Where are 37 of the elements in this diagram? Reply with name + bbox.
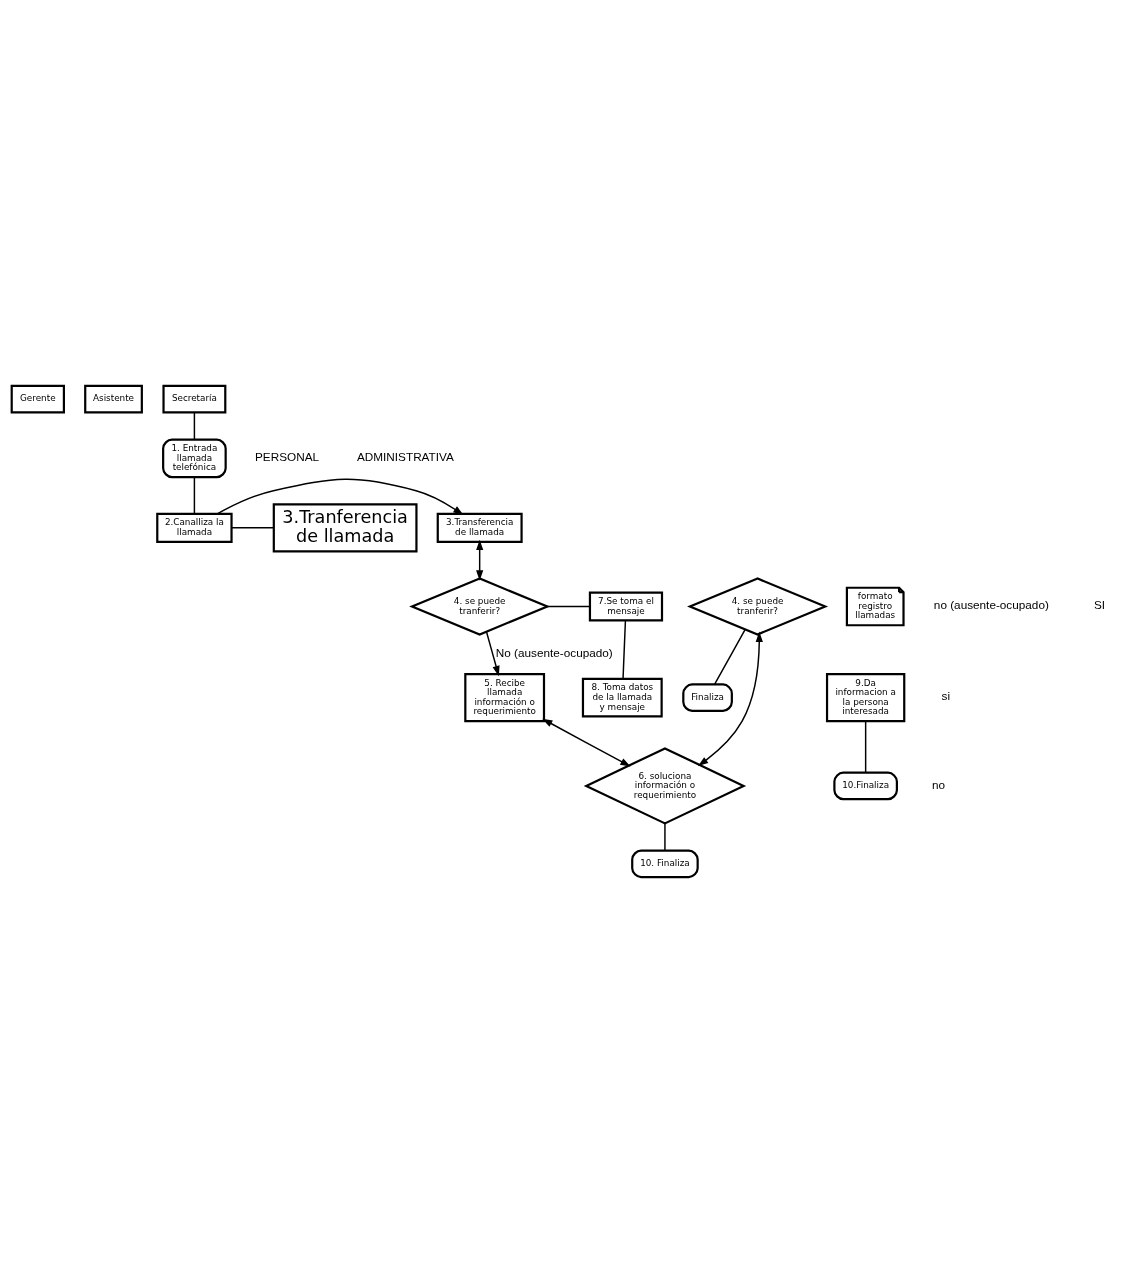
arrow — [216, 478, 464, 515]
node-diamond: 4. se puede tranferir? — [687, 576, 829, 636]
node-box: 2.Canalliza la llamada — [156, 512, 233, 543]
label: PERSONAL — [255, 449, 320, 463]
node-box: 9.Da informacion a la persona interesada — [825, 672, 906, 722]
node-box: 7.Se toma el mensaje — [588, 590, 664, 622]
connector — [664, 822, 666, 851]
arrow — [697, 631, 763, 766]
node-box: Gerente — [10, 384, 65, 413]
node-box: Finaliza — [682, 682, 733, 712]
node-box: 10. Finaliza — [631, 849, 699, 878]
label: ADMINISTRATIVA — [356, 449, 454, 463]
node-diamond: 4. se puede tranferir? — [409, 576, 551, 636]
edge-label: No (ausente-ocupado) — [495, 645, 613, 659]
arrow — [485, 630, 500, 676]
connector — [864, 719, 867, 773]
connector — [193, 476, 196, 515]
node-box: Asistente — [84, 384, 143, 413]
label: no (ausente-ocupado) — [933, 597, 1049, 611]
connector — [546, 605, 591, 607]
node-box: 3.Tranferencia de llamada — [272, 502, 418, 552]
connector — [713, 628, 746, 685]
connector — [193, 411, 196, 440]
node-box: 8. Toma datos de la llamada y mensaje — [581, 677, 663, 718]
connector — [622, 619, 627, 679]
node-box: Secretaría — [162, 384, 227, 413]
label: si — [941, 688, 951, 702]
connector — [231, 526, 275, 529]
node-box: 10.Finaliza — [833, 771, 898, 800]
arrow — [542, 718, 631, 767]
label: SI — [1093, 597, 1105, 611]
node-box: 3.Transferencia de llamada — [436, 512, 523, 543]
node-box: 1. Entrada llamada telefónica — [162, 438, 227, 478]
arrow — [476, 539, 484, 581]
node-box: 5. Recibe llamada información o requerimiento — [464, 672, 546, 722]
node-diamond: 6. soluciona información o requerimiento — [583, 746, 747, 825]
label: no — [931, 777, 945, 791]
